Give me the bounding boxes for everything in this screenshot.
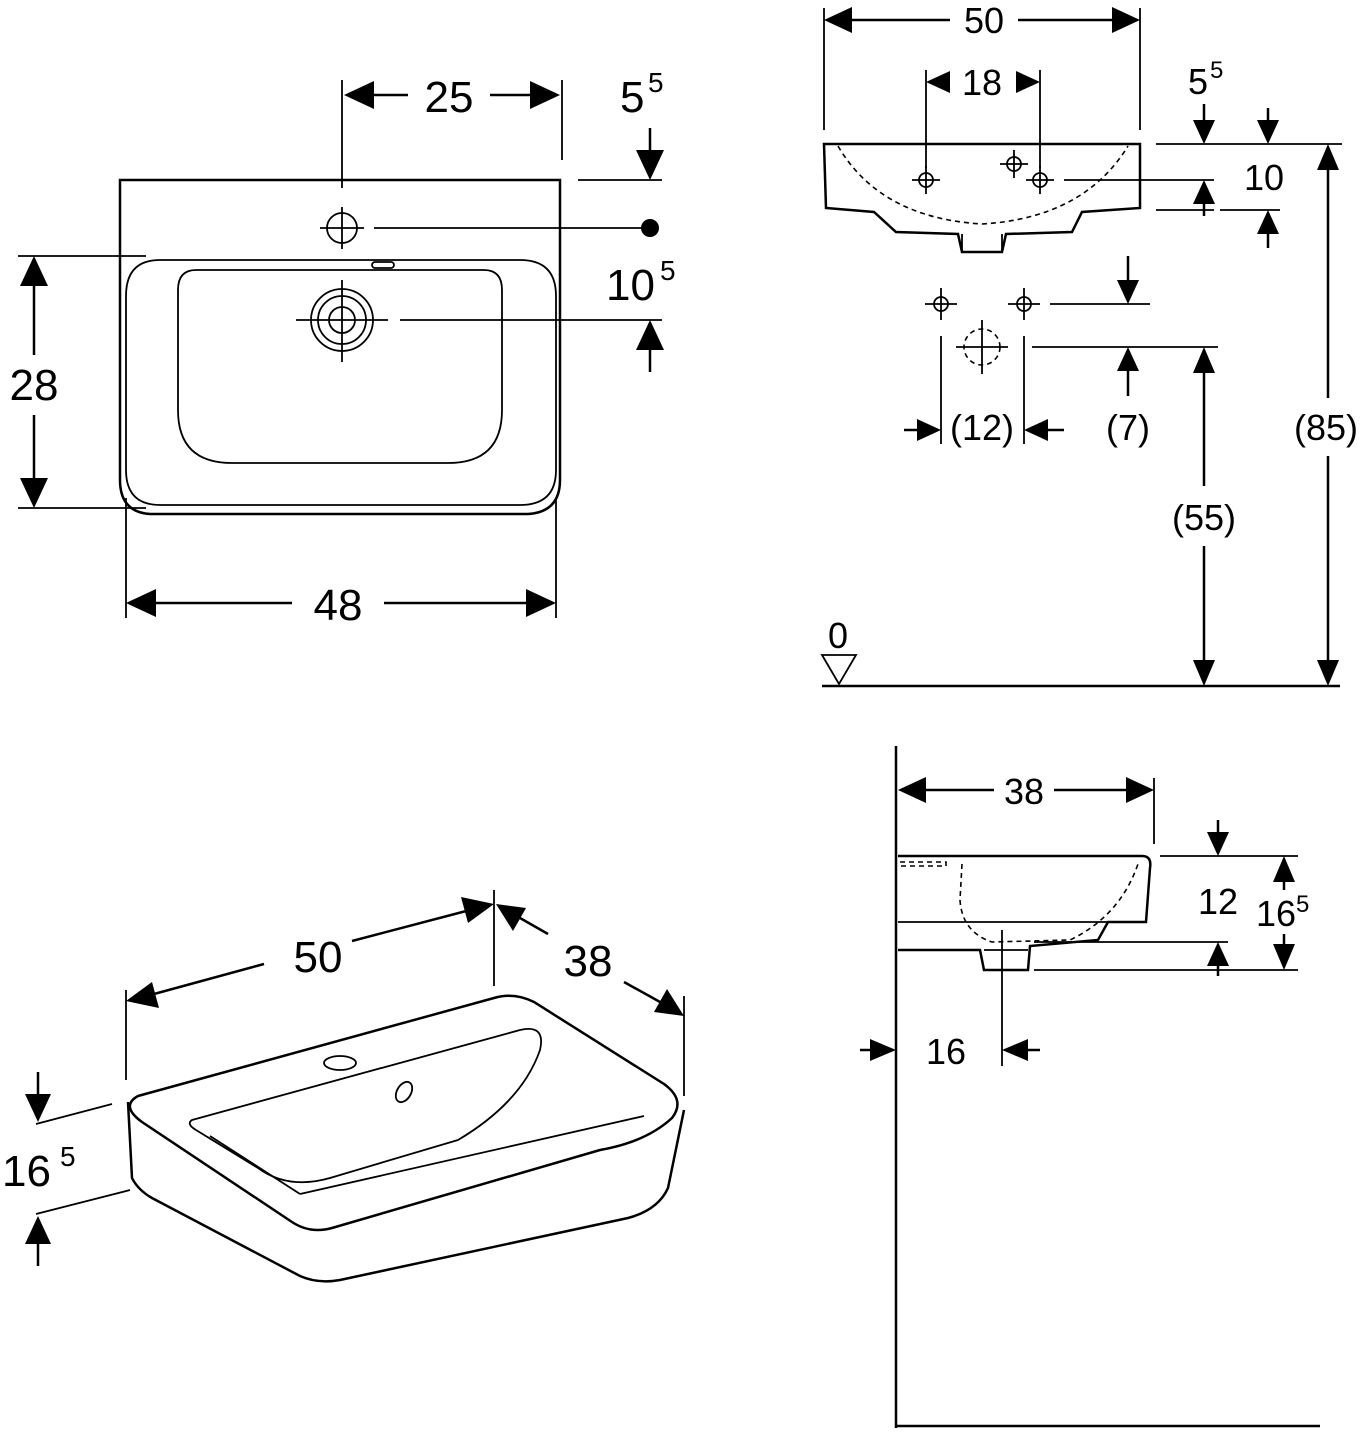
iso-dim-height-sup: 5 xyxy=(60,1141,76,1172)
side-dim-height: 16 xyxy=(1256,893,1296,934)
front-view-basin xyxy=(822,142,1142,254)
front-dim-width: 50 xyxy=(964,0,1004,41)
dim-depth: 28 xyxy=(10,361,59,410)
iso-view: 50 38 16 5 xyxy=(2,890,686,1283)
dim-tap-to-drain: 10 xyxy=(606,261,655,310)
iso-dim-width: 50 xyxy=(294,933,343,982)
front-view: 50 18 5 5 10 (12) (7) (55) xyxy=(820,0,1358,688)
iso-tap-hole xyxy=(323,1055,357,1071)
iso-overflow xyxy=(394,1080,414,1104)
dim-tap-to-drain-sup: 5 xyxy=(660,255,676,286)
side-dim-depth: 38 xyxy=(1004,771,1044,812)
front-dim-fix-offset: (7) xyxy=(1106,407,1150,448)
iso-basin-side xyxy=(126,1101,686,1283)
top-view-rim xyxy=(125,259,557,506)
dim-tap-offset: 25 xyxy=(425,73,474,122)
side-dim-waste-offset: 16 xyxy=(926,1031,966,1072)
dim-top-offset-sup: 5 xyxy=(648,67,664,98)
floor-label: 0 xyxy=(828,615,848,656)
iso-dim-height: 16 xyxy=(2,1147,51,1196)
iso-basin-top xyxy=(128,994,679,1232)
front-dim-rim: 10 xyxy=(1244,157,1284,198)
iso-dim-depth: 38 xyxy=(564,937,613,986)
front-dim-top: 5 xyxy=(1188,61,1208,102)
iso-basin-bowl xyxy=(188,1028,542,1184)
top-view: 25 5 5 10 5 28 48 xyxy=(10,67,676,630)
dim-top-offset: 5 xyxy=(620,73,644,122)
side-view: 38 12 16 5 16 xyxy=(860,746,1320,1428)
front-dim-holes: 18 xyxy=(962,62,1002,103)
side-view-basin xyxy=(898,854,1152,972)
top-view-bowl xyxy=(177,269,503,464)
front-dim-fix-spacing: (12) xyxy=(950,407,1014,448)
overflow-slot xyxy=(371,261,395,269)
side-dim-inner: 12 xyxy=(1198,881,1238,922)
side-dim-height-sup: 5 xyxy=(1296,891,1309,918)
front-dim-top-sup: 5 xyxy=(1210,57,1223,84)
dim-width: 48 xyxy=(314,581,363,630)
front-dim-rim-height: (85) xyxy=(1294,407,1358,448)
top-view-outline xyxy=(118,178,562,516)
front-dim-waste-height: (55) xyxy=(1172,497,1236,538)
